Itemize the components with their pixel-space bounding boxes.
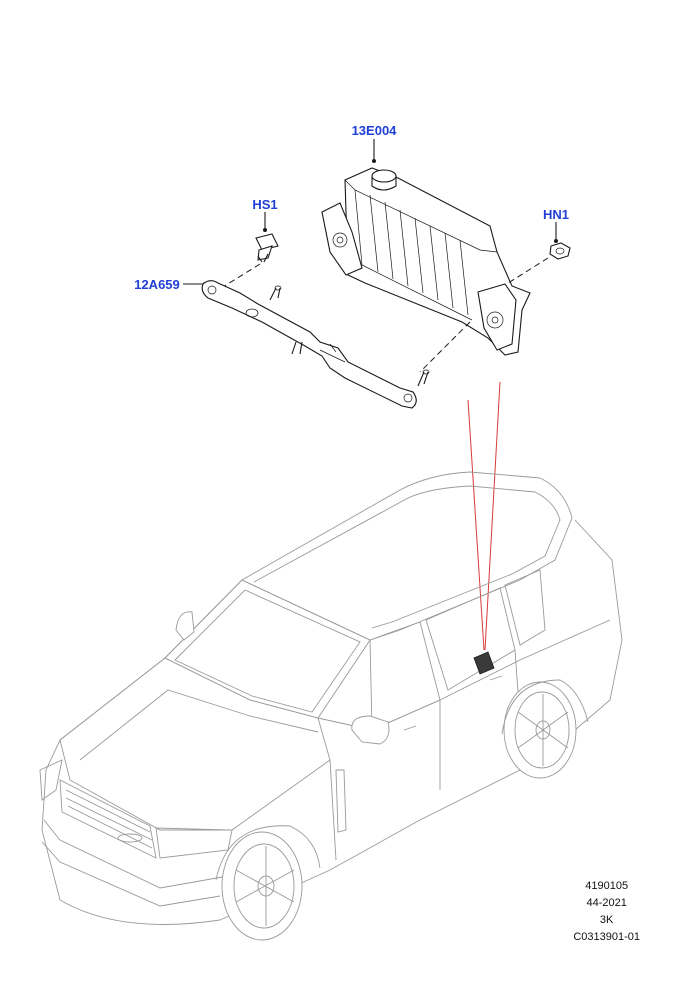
callout-HS1: HS1 <box>252 197 277 212</box>
drawing-id: C0313901-01 <box>573 931 640 943</box>
drawing-number: 4190105 <box>585 880 629 892</box>
bracket-12A659 <box>201 280 430 409</box>
module-location-marker <box>473 651 495 675</box>
nut-HN1 <box>549 242 571 260</box>
module-13E004 <box>321 167 531 356</box>
locator-line-right <box>484 381 501 651</box>
drawing-reference-block: 4190105 44-2021 3K C0313901-01 <box>573 878 640 946</box>
bolt-HS1 <box>255 233 279 263</box>
vehicle-outline <box>39 471 623 941</box>
locator-line-left <box>467 399 485 651</box>
callout-HN1: HN1 <box>543 207 569 222</box>
drawing-variant: 3K <box>599 914 614 926</box>
drawing-date-code: 44-2021 <box>586 897 627 909</box>
callout-13E004: 13E004 <box>352 123 398 138</box>
callout-12A659: 12A659 <box>134 277 180 292</box>
